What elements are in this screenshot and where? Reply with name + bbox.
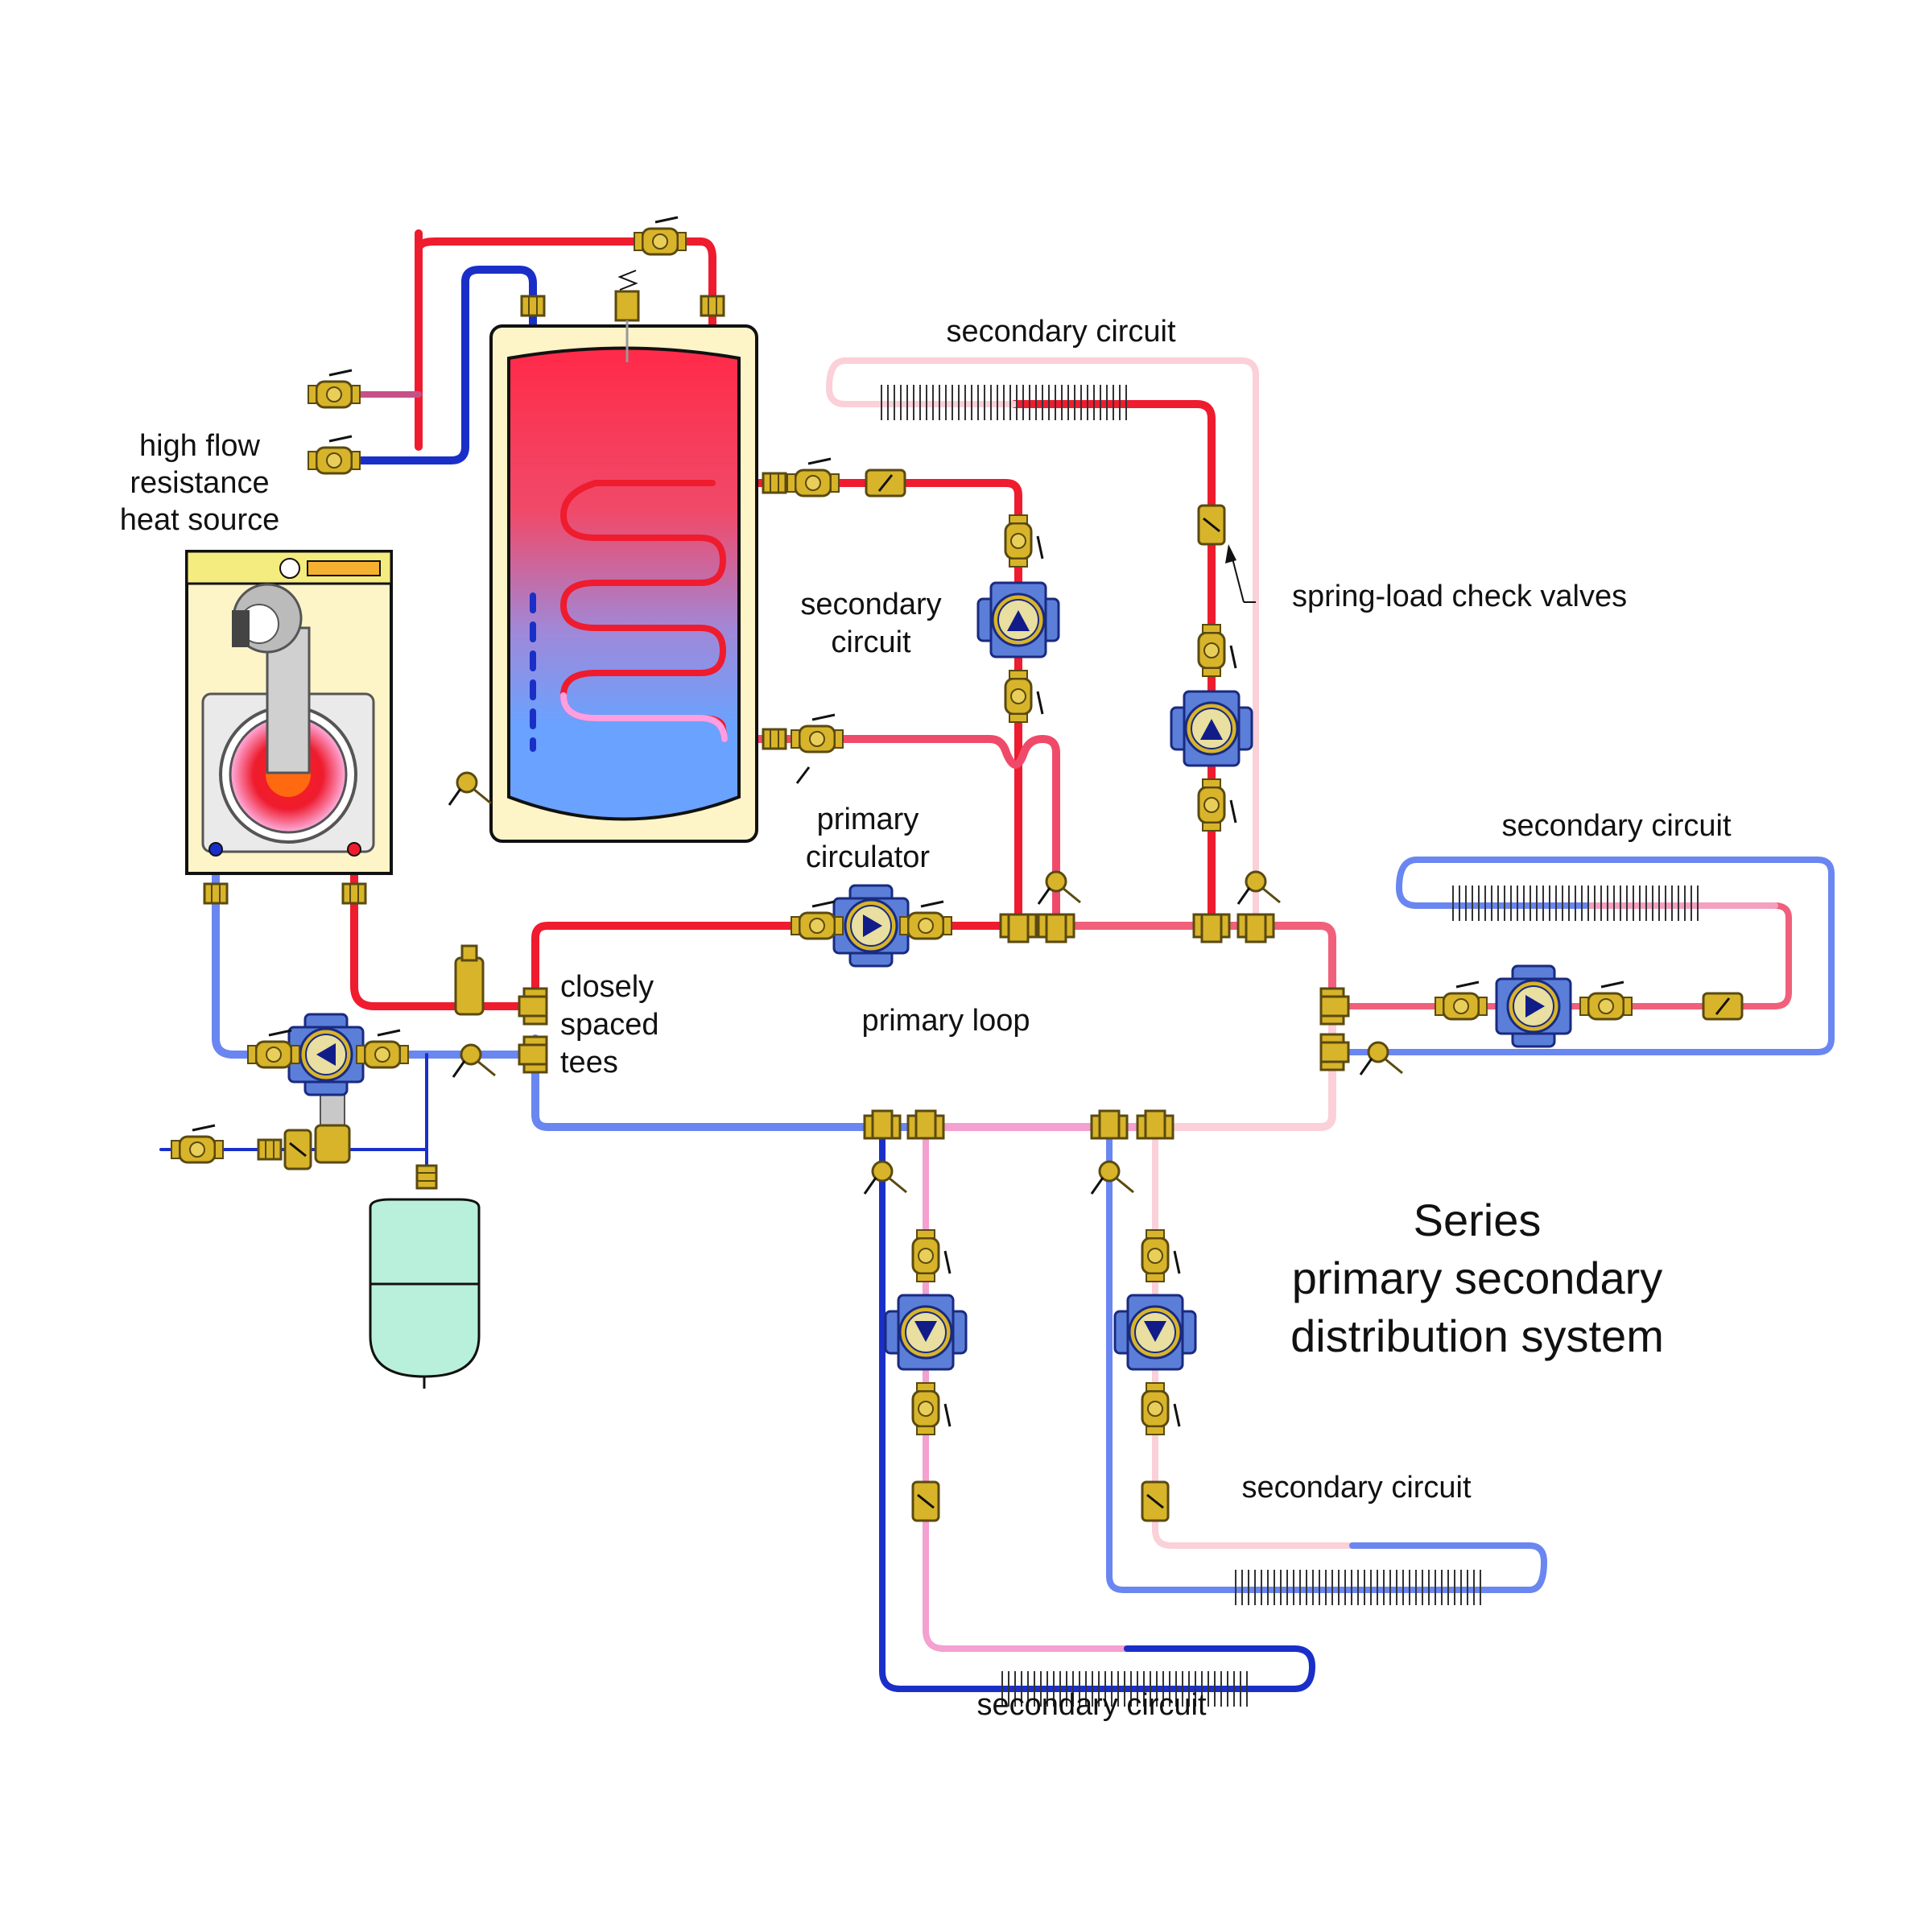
title-line-2: primary secondary: [1292, 1253, 1663, 1303]
label-secondary-right: secondary circuit: [1501, 809, 1732, 843]
label-secondary-top: secondary circuit: [946, 315, 1176, 349]
top-secondary-circulator: [1170, 690, 1253, 767]
label-secondary-bottom: secondary circuit: [976, 1688, 1207, 1722]
title-line-3: distribution system: [1290, 1311, 1664, 1361]
fin-tube-top: [881, 385, 1127, 420]
indirect-water-heater: [448, 270, 758, 843]
fin-tube-emitters: [881, 385, 1699, 1707]
bottom-secondary-circulator-1: [884, 1294, 968, 1371]
boiler-circulator: [287, 1013, 365, 1096]
piping: [159, 229, 1835, 1692]
primary-circulator: [832, 884, 910, 968]
label-check-valves: spring-load check valves: [1292, 580, 1627, 613]
label-heat-source-3: heat source: [120, 503, 280, 537]
bottom-secondary-circulator-2: [1113, 1294, 1197, 1371]
heat-exchanger-coil: [560, 480, 728, 742]
label-heat-source-2: resistance: [130, 466, 269, 500]
label-tees-3: tees: [560, 1046, 618, 1080]
check-valve-callout: [1225, 544, 1256, 603]
pumps: [287, 581, 1572, 1371]
label-heat-source-1: high flow: [139, 429, 261, 463]
purge-valves: [452, 766, 1404, 1195]
label-secondary-tank-2: circuit: [831, 625, 911, 659]
label-primary-circulator-1: primary: [817, 803, 919, 836]
label-primary-loop: primary loop: [861, 1004, 1030, 1038]
tank-secondary-circulator: [976, 581, 1060, 658]
tank-drain-valve: [448, 771, 493, 807]
expansion-tank: [369, 1164, 481, 1389]
label-secondary-tank-1: secondary: [800, 588, 941, 621]
label-secondary-bottom-right: secondary circuit: [1241, 1471, 1472, 1505]
label-tees-2: spaced: [560, 1008, 659, 1042]
label-tees-1: closely: [560, 970, 654, 1004]
relief-valve: [614, 270, 640, 362]
boiler: [185, 550, 393, 905]
title-line-1: Series: [1414, 1195, 1542, 1245]
right-secondary-circulator: [1495, 964, 1572, 1048]
make-up-water-assembly: [170, 1094, 351, 1170]
labels: high flow resistance heat source seconda…: [120, 315, 1732, 1722]
label-primary-circulator-2: circulator: [806, 840, 930, 874]
air-vent: [454, 944, 485, 1016]
